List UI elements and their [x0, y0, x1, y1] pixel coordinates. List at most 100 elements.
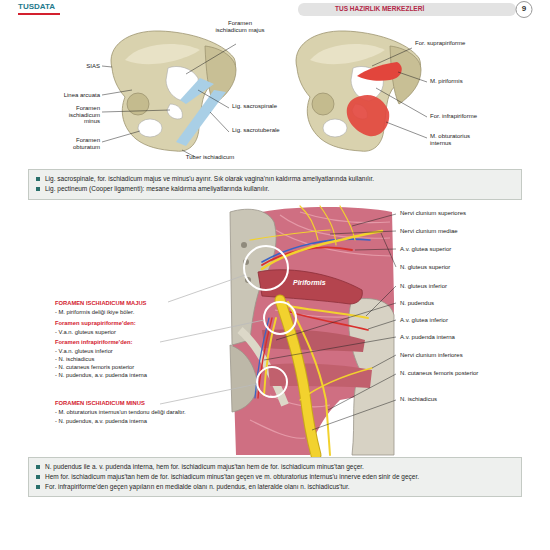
part-label: Lig. sacrospinale — [232, 103, 278, 110]
part-label: N. gluteus inferior — [400, 283, 447, 290]
part-label-text: N. gluteus superior — [400, 264, 450, 270]
bullet-row: Hem for. ischiadicum majus'tan hem de fo… — [36, 473, 514, 482]
part-label: Foramen ischiadicum minus — [54, 105, 100, 125]
part-label: A.v. pudenda interna — [400, 334, 455, 341]
note-line-text: - V.a.n. gluteus superior — [55, 329, 116, 335]
note-heading: Foramen infrapiriforme'den: — [55, 339, 132, 346]
bullet-row: Lig. sacrospinale, for. ischiadicum maju… — [36, 175, 514, 184]
vessels-nerves — [300, 206, 318, 240]
note-line: - N. ischiadicus — [55, 356, 94, 363]
part-label-text: For. infrapiriforme — [430, 113, 477, 119]
leader-line — [102, 131, 140, 142]
hip-bone-left — [111, 31, 236, 151]
note-text: N. pudendus ile a. v. pudenda interna, h… — [45, 463, 364, 472]
leader-line — [264, 337, 396, 360]
part-label: For. suprapiriforme — [415, 40, 465, 47]
leader-line — [376, 88, 427, 117]
part-label: Linea arcuata — [64, 92, 100, 99]
logo-text: TUSDATA — [18, 3, 55, 12]
hip-bone-right — [296, 31, 421, 151]
part-label-text: Tuber ischiadicum — [186, 154, 234, 160]
note-line-text: - N. cutaneus femoris posterior — [55, 364, 134, 370]
part-label-text: SIAS — [86, 63, 100, 69]
part-label: Foramen obturatum — [54, 137, 100, 150]
note-line-text: - N. pudendus, a.v. pudenda interna — [55, 372, 147, 378]
part-label: N. ischiadicus — [400, 396, 437, 403]
leader-line — [264, 214, 396, 430]
note-line: - V.a.n. gluteus inferior — [55, 348, 113, 355]
note-line: - V.a.n. gluteus superior — [55, 329, 116, 336]
bullet-row: Lig. pectineum (Cooper ligamenti): mesan… — [36, 185, 514, 194]
muscle-label: Piriformis — [293, 279, 326, 287]
note-line: - M. obturatorius internus'un tendonu de… — [55, 409, 186, 416]
note-box: Lig. sacrospinale, for. ischiadicum maju… — [28, 169, 522, 200]
leader-line — [372, 48, 412, 66]
pointer-line — [160, 320, 264, 342]
hip-bone-right — [296, 31, 421, 151]
note-heading-text: FORAMEN ISCHIADICUM MINUS — [55, 400, 145, 406]
note-line-text: - M. piriformis deliği ikiye böler. — [55, 309, 134, 315]
part-label-text: N. cutaneus femoris posterior — [400, 370, 478, 376]
part-label: N. cutaneus femoris posterior — [400, 370, 480, 377]
logo-text-text: TUSDATA — [18, 2, 55, 11]
note-line-text: - M. obturatorius internus'un tendonu de… — [55, 409, 186, 415]
vessels-nerves — [300, 368, 372, 400]
highlight-circle — [264, 302, 296, 334]
part-label-text: Nervi clunium superiores — [400, 210, 466, 216]
vessels-nerves — [262, 247, 352, 265]
header-decoration — [298, 3, 516, 16]
bullet-row: N. pudendus ile a. v. pudenda interna, h… — [36, 463, 514, 472]
note-heading-text: FORAMEN ISCHIADICUM MAJUS — [55, 300, 146, 306]
header-decoration — [18, 2, 532, 18]
part-label: Tuber ischiadicum — [185, 154, 235, 161]
leader-line — [366, 286, 396, 316]
leader-line — [398, 72, 427, 82]
vessels-nerves — [250, 230, 330, 240]
page-number: 9 — [516, 5, 532, 14]
gluteal-region — [258, 270, 362, 304]
leader-line — [330, 231, 396, 234]
part-label-text: A.v. glutea superior — [400, 246, 451, 252]
part-label: N. gluteus superior — [400, 264, 450, 271]
leader-line — [386, 122, 427, 138]
bullet-mark — [36, 465, 40, 469]
leader-line — [381, 233, 396, 267]
bullet-mark — [36, 485, 40, 489]
bullet-row: For. infrapiriforme'den geçen yapıların … — [36, 483, 514, 492]
leader-line — [328, 374, 396, 410]
header-decoration — [18, 13, 60, 15]
note-box: N. pudendus ile a. v. pudenda interna, h… — [28, 457, 522, 497]
part-label: For. infrapiriforme — [430, 113, 477, 120]
part-label: SIAS — [86, 63, 100, 70]
pointer-line — [160, 275, 264, 404]
highlight-circle — [244, 246, 296, 397]
part-label: A.v. glutea inferior — [400, 317, 448, 324]
part-label-text: Foramen obturatum — [73, 137, 100, 150]
bullet-mark — [36, 475, 40, 479]
header-title-text: TUS HAZIRLIK MERKEZLERİ — [335, 5, 424, 12]
gluteal-region — [230, 207, 394, 455]
note-line-text: - V.a.n. gluteus inferior — [55, 348, 113, 354]
leader-line — [372, 355, 396, 368]
part-label-text: Linea arcuata — [64, 92, 100, 98]
part-label-text: Lig. sacrotuberale — [232, 127, 280, 133]
note-line-text: - N. pudendus, a.v. pudenda interna — [55, 418, 147, 424]
part-label: N. pudendus — [400, 300, 434, 307]
note-heading: Foramen suprapiriforme'den: — [55, 320, 136, 327]
part-label-text: M. obturatorius internus — [430, 133, 470, 146]
note-heading-text: Foramen infrapiriforme'den: — [55, 339, 132, 345]
hip-bone-right — [357, 62, 402, 81]
muscle-fibers — [250, 420, 305, 438]
part-label: M. piriformis — [430, 78, 463, 85]
leader-line — [198, 90, 229, 108]
header-decoration — [516, 2, 532, 18]
gluteal-region — [241, 242, 247, 248]
part-label-text: A.v. pudenda interna — [400, 334, 455, 340]
pointer-line — [160, 384, 257, 404]
part-label: Lig. sacrotuberale — [232, 127, 280, 134]
part-label-text: Lig. sacrospinale — [232, 103, 277, 109]
part-label: A.v. glutea superior — [400, 246, 451, 253]
note-text: Hem for. ischiadicum majus'tan hem de fo… — [45, 473, 419, 482]
